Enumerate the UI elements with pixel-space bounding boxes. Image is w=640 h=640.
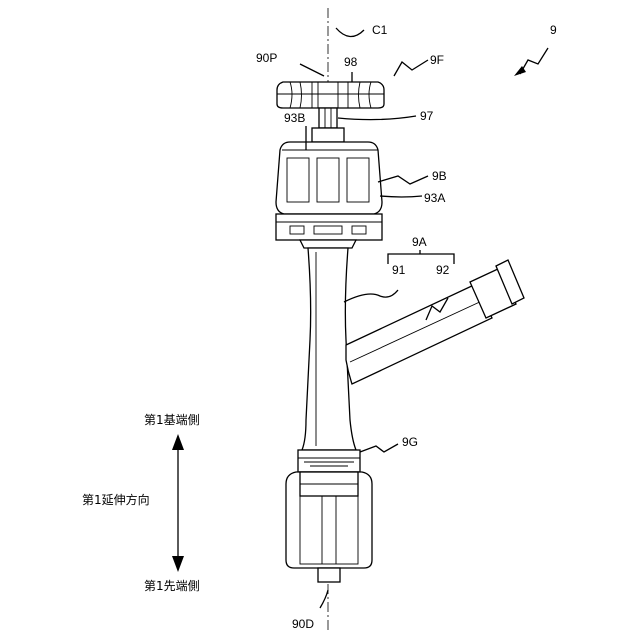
label-lock-body: 93A xyxy=(424,191,445,205)
joint xyxy=(298,450,360,472)
leader-9B xyxy=(378,176,428,184)
shaft xyxy=(312,108,344,142)
label-proximal: 第1基端側 xyxy=(144,413,200,427)
leader-93A xyxy=(380,196,422,197)
label-main-tube: 91 xyxy=(392,263,406,277)
label-lock-part: 93B xyxy=(284,111,305,125)
label-shaft: 97 xyxy=(420,109,434,123)
leader-c1 xyxy=(336,28,364,37)
direction-arrow xyxy=(172,434,184,572)
leader-91 xyxy=(344,290,398,302)
label-flange: 9F xyxy=(430,53,444,67)
leader-90P xyxy=(300,64,324,76)
label-axis: C1 xyxy=(372,23,388,37)
label-distal-end: 90D xyxy=(292,617,314,631)
label-extension: 第1延伸方向 xyxy=(82,492,150,507)
label-device: 9 xyxy=(550,23,557,37)
leader-90D xyxy=(320,590,328,608)
label-branch: 9A xyxy=(412,235,427,249)
label-joint: 9G xyxy=(402,435,418,449)
top-cap xyxy=(277,82,384,108)
leader-97 xyxy=(338,116,416,120)
distal-housing xyxy=(286,472,372,582)
leader-9G xyxy=(360,444,398,452)
label-top-end: 90P xyxy=(256,51,277,65)
label-side-tube: 92 xyxy=(436,263,450,277)
label-cap: 98 xyxy=(344,55,358,69)
label-connector: 9B xyxy=(432,169,447,183)
side-tube xyxy=(346,260,524,384)
leader-9F xyxy=(394,60,428,76)
connector-body xyxy=(276,142,382,248)
label-distal: 第1先端側 xyxy=(144,579,200,593)
